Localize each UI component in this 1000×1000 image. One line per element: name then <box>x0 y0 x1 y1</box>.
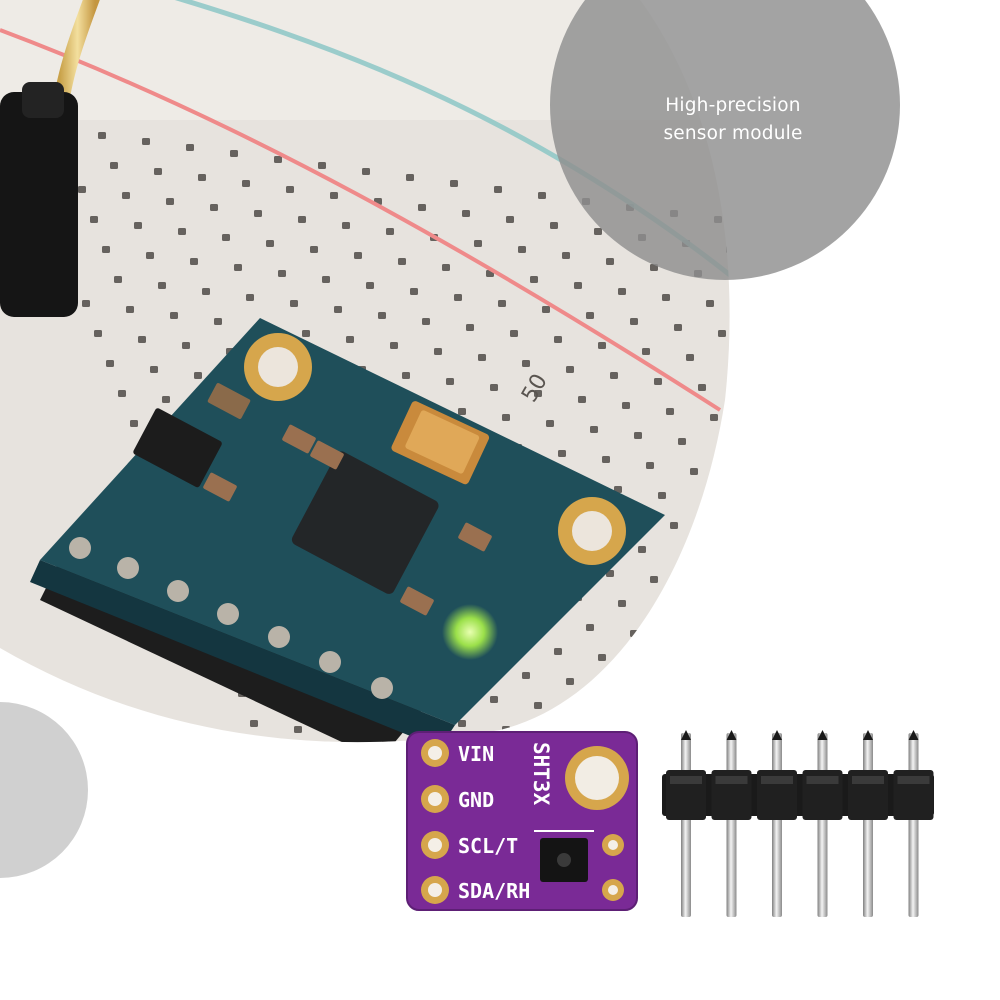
pcb-pin-pads <box>69 537 393 699</box>
pin-label-vin: VIN <box>458 742 494 766</box>
header-pin <box>893 730 934 917</box>
header-pin <box>666 730 706 917</box>
pin-header <box>662 730 934 917</box>
header-pin <box>711 730 752 917</box>
decor-circle-left <box>0 702 88 878</box>
pin-pads <box>421 739 624 904</box>
status-led <box>442 604 498 660</box>
product-caption: High-precision sensor module <box>618 92 848 148</box>
caption-line-1: High-precision <box>665 95 801 116</box>
sht3x-sensor-board: VIN GND SCL/T SDA/RH SHT3X <box>406 731 638 911</box>
pin-label-sda: SDA/RH <box>458 879 530 903</box>
caption-line-2: sensor module <box>663 123 803 144</box>
header-pin <box>757 730 797 917</box>
green-sensor-board <box>30 318 665 743</box>
caption-circle <box>550 0 900 280</box>
header-pin <box>802 730 843 917</box>
main-ic-chip <box>291 451 439 594</box>
pin-label-scl: SCL/T <box>458 834 518 858</box>
header-pin <box>848 730 888 917</box>
pin-label-gnd: GND <box>458 788 494 812</box>
jumper-connector <box>0 92 78 317</box>
regulator-chip <box>133 408 222 488</box>
red-rail-line <box>0 28 722 412</box>
chip-label-sht3x: SHT3X <box>529 742 553 806</box>
